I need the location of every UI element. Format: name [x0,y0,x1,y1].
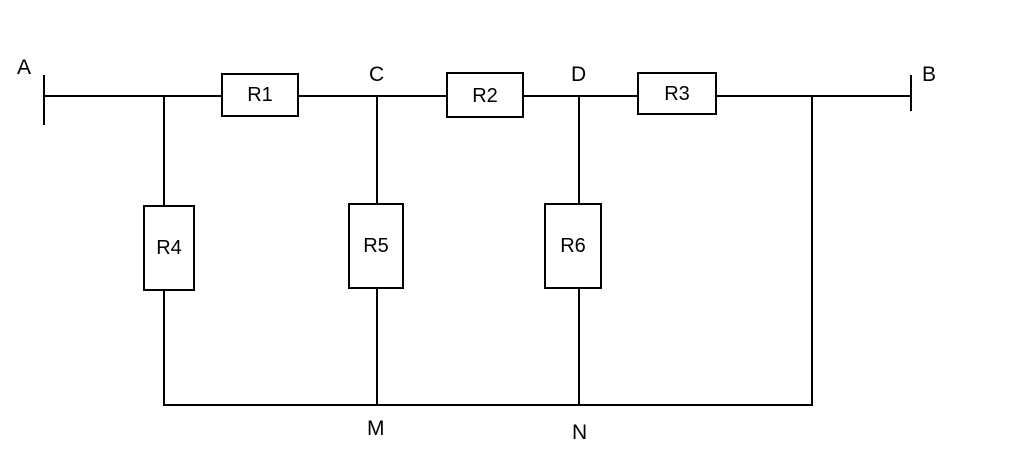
resistor-r5: R5 [348,203,404,289]
resistor-r6-label: R6 [560,235,586,257]
resistor-r1-label: R1 [247,84,273,106]
node-b-label: B [922,63,936,86]
resistor-r2-label: R2 [472,85,498,107]
resistor-r3-label: R3 [664,83,690,105]
node-n-label: N [572,421,587,444]
resistor-r4: R4 [143,205,195,291]
resistor-r6: R6 [544,203,602,289]
node-a-label: A [17,56,31,79]
node-m-label: M [367,417,385,440]
resistor-r2: R2 [446,72,524,118]
node-d-label: D [571,63,586,86]
resistor-r1: R1 [221,73,299,117]
resistor-r4-label: R4 [156,237,182,259]
resistor-r3: R3 [637,72,717,115]
node-c-label: C [369,63,384,86]
resistor-r5-label: R5 [363,235,389,257]
